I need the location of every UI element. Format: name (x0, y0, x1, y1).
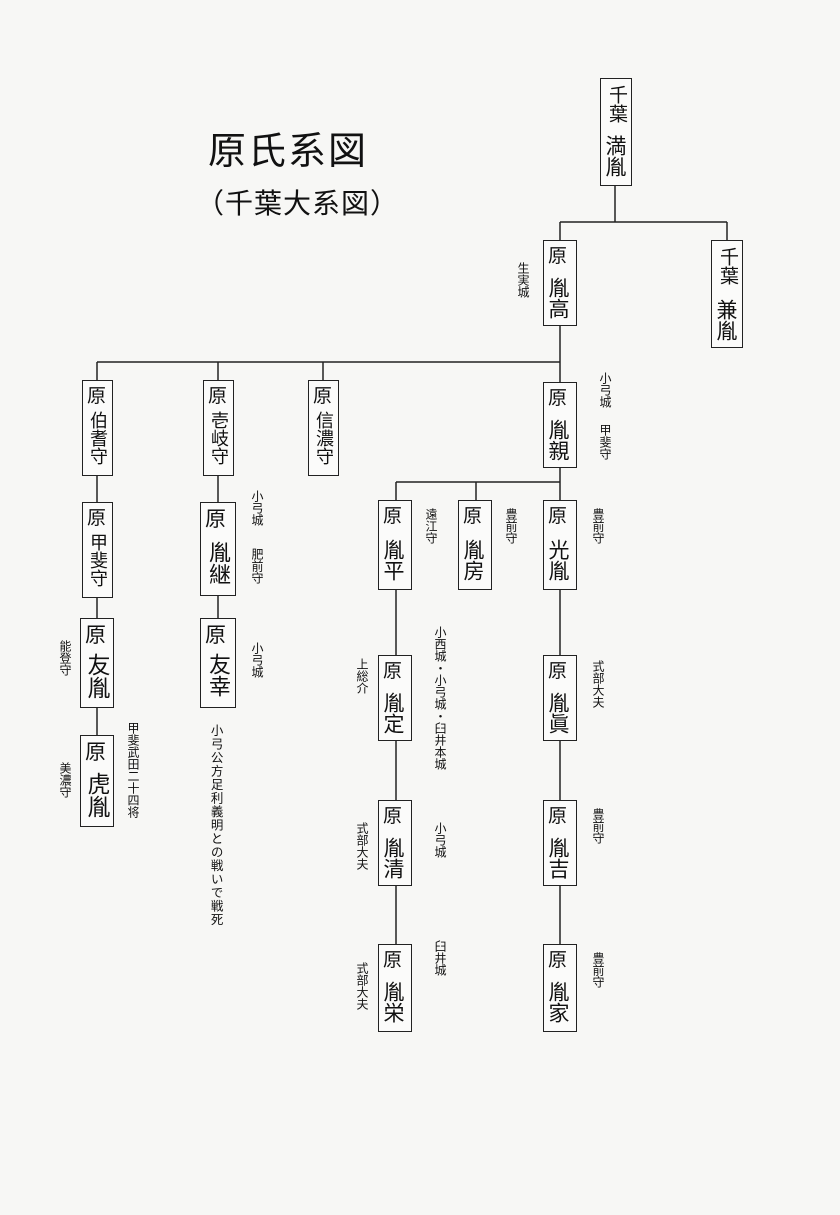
node-surname: 原 (205, 623, 226, 647)
node-surname: 原 (383, 805, 403, 827)
node-given-name: 友胤 (83, 653, 109, 699)
node-surname: 千葉 (606, 85, 628, 123)
node-surname: 原 (313, 385, 333, 407)
node-hara-kainokami: 原 甲斐守 (82, 502, 113, 598)
note-tanetsugu-title: 肥前守 (250, 548, 264, 584)
node-hara-tanefusa: 原 胤房 (458, 500, 492, 590)
note-tanesane-title: 式部大夫 (591, 660, 605, 708)
node-hara-hokinokami: 原 伯耆守 (82, 380, 113, 476)
note-tanekiyo-castle: 小弓城 (433, 822, 447, 858)
node-hara-toratane: 原 虎胤 (80, 735, 114, 827)
node-given-name: 兼胤 (714, 299, 738, 341)
node-hara-tanetsugu: 原 胤継 (200, 502, 236, 596)
node-surname: 原 (87, 385, 107, 407)
node-given-name: 胤高 (546, 277, 570, 319)
note-taneyoshi-title: 豊前守 (591, 808, 605, 844)
note-tanetaka-castle: 生実城 (516, 262, 530, 298)
node-surname: 原 (208, 385, 228, 407)
node-hara-tanekiyo: 原 胤清 (378, 800, 412, 886)
note-tanesada-title: 上総介 (355, 658, 369, 694)
node-given-name: 胤定 (381, 692, 405, 734)
page-subtitle: （千葉大系図） (196, 187, 400, 220)
node-given-name: 友幸 (205, 653, 230, 697)
node-given-name: 胤眞 (546, 692, 570, 734)
note-tanechika-castle: 小弓城 (598, 372, 612, 408)
note-toratane-note: 甲斐武田二十四将 (126, 722, 140, 818)
node-hara-tanehide: 原 胤栄 (378, 944, 412, 1032)
note-tanehide-castle: 臼井城 (433, 940, 447, 976)
node-hara-tanesada: 原 胤定 (378, 655, 412, 741)
node-surname: 原 (87, 507, 107, 529)
note-tanehira-title: 遠江守 (424, 508, 438, 544)
node-given-name: 胤家 (546, 981, 570, 1023)
node-surname: 原 (548, 245, 568, 267)
node-chiba-kanetane: 千葉 兼胤 (711, 240, 743, 348)
node-hara-ikinokami: 原 壱岐守 (203, 380, 234, 476)
note-tomotane-title: 能登守 (58, 640, 72, 676)
node-hara-taneie: 原 胤家 (543, 944, 577, 1032)
note-tanefusa-title: 豊前守 (504, 508, 518, 544)
node-surname: 原 (383, 949, 403, 971)
node-hara-tanechika: 原 胤親 (543, 382, 577, 468)
node-surname: 原 (548, 505, 568, 527)
note-taneie-title: 豊前守 (591, 952, 605, 988)
node-given-name: 胤清 (381, 837, 405, 879)
node-surname: 原 (548, 805, 568, 827)
node-hara-tomoyuki: 原 友幸 (200, 618, 236, 708)
note-toratane-title: 美濃守 (58, 762, 72, 798)
node-given-name: 胤房 (461, 539, 485, 581)
note-mitsutane2-title: 豊前守 (591, 508, 605, 544)
node-hara-tanetaka: 原 胤高 (543, 240, 577, 326)
node-given-name: 胤吉 (546, 837, 570, 879)
node-surname: 原 (548, 949, 568, 971)
node-surname: 原 (463, 505, 483, 527)
node-given-name: 甲斐守 (87, 533, 108, 587)
node-surname: 原 (548, 660, 568, 682)
node-given-name: 胤平 (381, 539, 405, 581)
note-tanetsugu-castle: 小弓城 (250, 490, 264, 526)
node-hara-tanesane: 原 胤眞 (543, 655, 577, 741)
node-chiba-mitsutane: 千葉 満胤 (600, 78, 632, 186)
node-surname: 原 (383, 505, 403, 527)
note-tomoyuki-death: 小弓公方足利義明との戦いで戦死 (208, 724, 224, 927)
node-given-name: 虎胤 (83, 772, 109, 818)
node-given-name: 壱岐守 (208, 411, 229, 465)
node-hara-taneyoshi: 原 胤吉 (543, 800, 577, 886)
node-given-name: 胤栄 (381, 981, 405, 1023)
note-tanehide-title: 式部大夫 (355, 962, 369, 1010)
node-surname: 原 (205, 507, 226, 531)
node-surname: 千葉 (717, 247, 739, 285)
node-surname: 原 (85, 740, 106, 764)
node-given-name: 満胤 (603, 135, 627, 177)
node-surname: 原 (548, 387, 568, 409)
node-given-name: 伯耆守 (87, 411, 108, 465)
node-hara-tomotane: 原 友胤 (80, 618, 114, 708)
node-surname: 原 (383, 660, 403, 682)
node-surname: 原 (85, 623, 106, 647)
page-title: 原氏系図 (208, 129, 369, 173)
note-tanechika-title: 甲斐守 (598, 424, 612, 460)
node-given-name: 信濃守 (313, 411, 334, 465)
node-given-name: 光胤 (546, 539, 570, 581)
note-tanekiyo-title: 式部大夫 (355, 822, 369, 870)
node-given-name: 胤継 (205, 541, 230, 585)
node-hara-mitsutane2: 原 光胤 (543, 500, 577, 590)
note-tomoyuki-castle: 小弓城 (250, 642, 264, 678)
node-given-name: 胤親 (546, 419, 570, 461)
note-tanesada-castles: 小西城・小弓城・臼井本城 (433, 626, 447, 770)
node-hara-tanehira: 原 胤平 (378, 500, 412, 590)
node-hara-shinanonokami: 原 信濃守 (308, 380, 339, 476)
